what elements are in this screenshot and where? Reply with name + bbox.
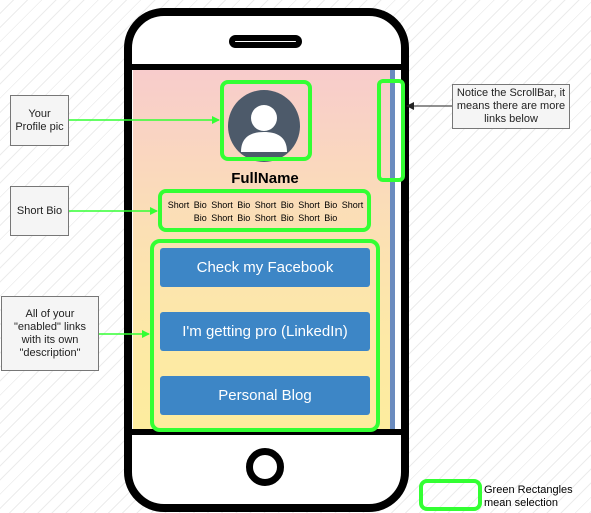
facebook-link-button[interactable]: Check my Facebook: [160, 248, 370, 287]
avatar-selection-rect: [220, 80, 312, 161]
blog-link-button[interactable]: Personal Blog: [160, 376, 370, 415]
short-bio: Short Bio Short Bio Short Bio Short Bio …: [167, 200, 364, 223]
avatar: [228, 90, 300, 162]
legend-selection-sample: [419, 479, 482, 511]
callout-links: All of your "enabled" links with its own…: [1, 296, 99, 371]
linkedin-link-button[interactable]: I'm getting pro (LinkedIn): [160, 312, 370, 351]
user-silhouette-icon: [241, 105, 287, 152]
full-name: FullName: [231, 170, 299, 187]
callout-scrollbar: Notice the ScrollBar, it means there are…: [452, 84, 570, 129]
screen-border: [126, 64, 408, 435]
callout-profile-pic: Your Profile pic: [10, 95, 69, 146]
phone-speaker: [229, 35, 302, 48]
home-button[interactable]: [246, 448, 284, 486]
links-selection-rect: [150, 239, 380, 432]
legend-text: Green Rectangles mean selection: [484, 484, 573, 509]
scrollbar-selection-rect: [377, 79, 405, 182]
callout-short-bio: Short Bio: [10, 186, 69, 236]
scrollbar[interactable]: [390, 70, 395, 429]
bio-selection-rect: [158, 189, 371, 232]
